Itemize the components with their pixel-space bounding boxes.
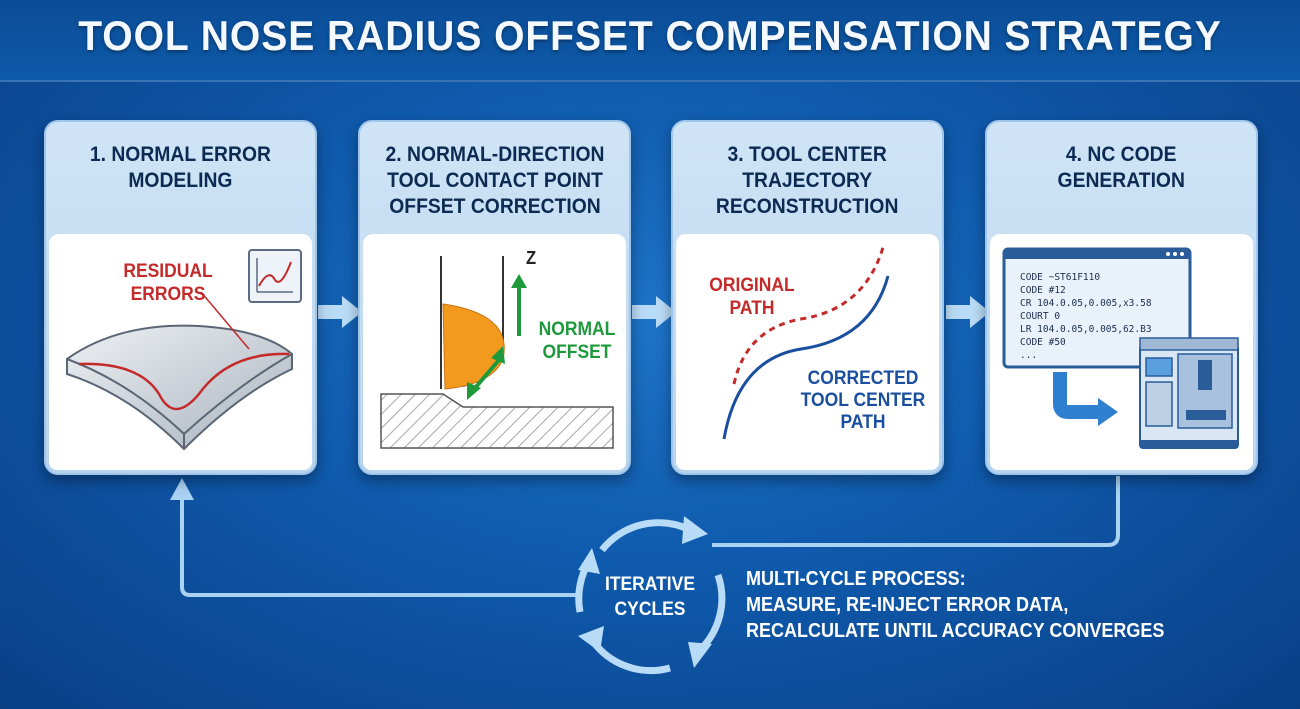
step-illustration: CODE ~ST61F110 CODE #12 CR 104.0.05,0.00… [990,234,1253,470]
nc-code-listing: CODE ~ST61F110 CODE #12 CR 104.0.05,0.00… [1020,272,1180,364]
residual-errors-label: RESIDUAL ERRORS [123,261,213,305]
step-title: 4. NC CODE GENERATION [1057,143,1186,192]
z-axis-label: Z [525,248,537,268]
residual-error-leader [200,291,250,350]
step-card-nc-code-generation: 4. NC CODE GENERATION [985,120,1258,475]
step-illustration: Z NORMAL OFFSET [363,234,626,470]
corrected-path-curve [722,275,890,440]
code-line: LR 104.0.05,0.005,62.B3 [1020,324,1152,335]
step-illustration: RESIDUAL ERRORS [49,234,312,470]
chart-icon [248,249,302,303]
step-card-header: 3. TOOL CENTER TRAJECTORY RECONSTRUCTION [673,122,942,234]
feedback-line-from-nc [712,476,1120,547]
iterative-cycles-label: ITERATIVE CYCLES [604,574,695,620]
tool-nose-icon [440,256,505,390]
multi-cycle-description: MULTI-CYCLE PROCESS: MEASURE, RE-INJECT … [746,568,1165,642]
normal-offset-arrow [467,346,505,400]
code-line: COURT 0 [1020,311,1061,322]
arrow-step1-to-step2 [318,296,362,328]
code-line: CODE ~ST61F110 [1020,272,1101,283]
title-band [0,0,1300,82]
step-title: 2. NORMAL-DIRECTION TOOL CONTACT POINT O… [385,143,604,218]
cycle-arrowheads [578,516,712,668]
arrow-step2-to-step3 [632,296,676,328]
feedback-line-to-modeling [180,500,578,597]
output-arrow-icon [1053,372,1118,426]
residual-error-curve [78,352,290,411]
step-card-header: 1. NORMAL ERROR MODELING [46,122,315,234]
arrow-step3-to-step4 [946,296,990,328]
step-title: 1. NORMAL ERROR MODELING [89,143,272,192]
step-card-trajectory-reconstruction: 3. TOOL CENTER TRAJECTORY RECONSTRUCTION… [671,120,944,475]
step-card-header: 2. NORMAL-DIRECTION TOOL CONTACT POINT O… [360,122,629,234]
code-line: ... [1020,350,1038,361]
step-illustration: ORIGINAL PATH CORRECTED TOOL CENTER PATH [676,234,939,470]
original-path-label: ORIGINAL PATH [709,275,795,319]
corrected-path-label: CORRECTED TOOL CENTER PATH [800,368,926,433]
z-axis-arrow [511,274,527,336]
code-line: CR 104.0.05,0.005,x3.58 [1020,298,1152,309]
step-card-header: 4. NC CODE GENERATION [987,122,1256,234]
workpiece-hatched [380,393,614,449]
step-card-offset-correction: 2. NORMAL-DIRECTION TOOL CONTACT POINT O… [358,120,631,475]
cnc-machine-icon [1139,337,1239,449]
code-line: CODE #12 [1020,285,1066,296]
code-line: CODE #50 [1020,337,1066,348]
page-title: TOOL NOSE RADIUS OFFSET COMPENSATION STR… [78,12,1222,59]
normal-offset-label: NORMAL OFFSET [538,319,616,363]
original-path-curve [732,243,886,385]
curved-surface-icon [66,324,293,451]
step-title: 3. TOOL CENTER TRAJECTORY RECONSTRUCTION [716,143,899,218]
step-card-normal-error-modeling: 1. NORMAL ERROR MODELING RESID [44,120,317,475]
feedback-arrowhead [170,478,194,500]
